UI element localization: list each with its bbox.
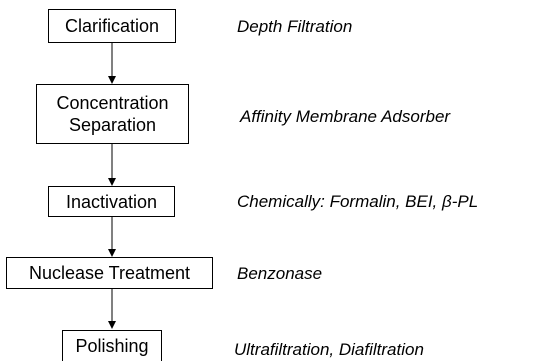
step-box-nuclease-treatment: Nuclease Treatment [6, 257, 213, 289]
method-label-inactivation: Chemically: Formalin, BEI, β-PL [237, 192, 479, 211]
step-box-clarification: Clarification [48, 9, 176, 43]
step-label: Polishing [75, 336, 149, 356]
step-label: Clarification [64, 16, 160, 36]
step-box-inactivation: Inactivation [48, 186, 175, 217]
step-box-polishing: Polishing [62, 330, 162, 361]
step-label-line-2: Separation [68, 115, 157, 135]
method-label-polishing: Ultrafiltration, Diafiltration [234, 340, 424, 359]
step-label: Inactivation [65, 191, 158, 212]
method-label-concentration-separation: Affinity Membrane Adsorber [240, 107, 451, 126]
step-box-concentration-separation: Concentration Separation [36, 84, 189, 144]
method-label-clarification: Depth Filtration [237, 17, 353, 36]
step-label-line-1: Concentration [56, 93, 169, 113]
step-label: Nuclease Treatment [28, 263, 191, 283]
method-label-nuclease-treatment: Benzonase [237, 264, 323, 283]
